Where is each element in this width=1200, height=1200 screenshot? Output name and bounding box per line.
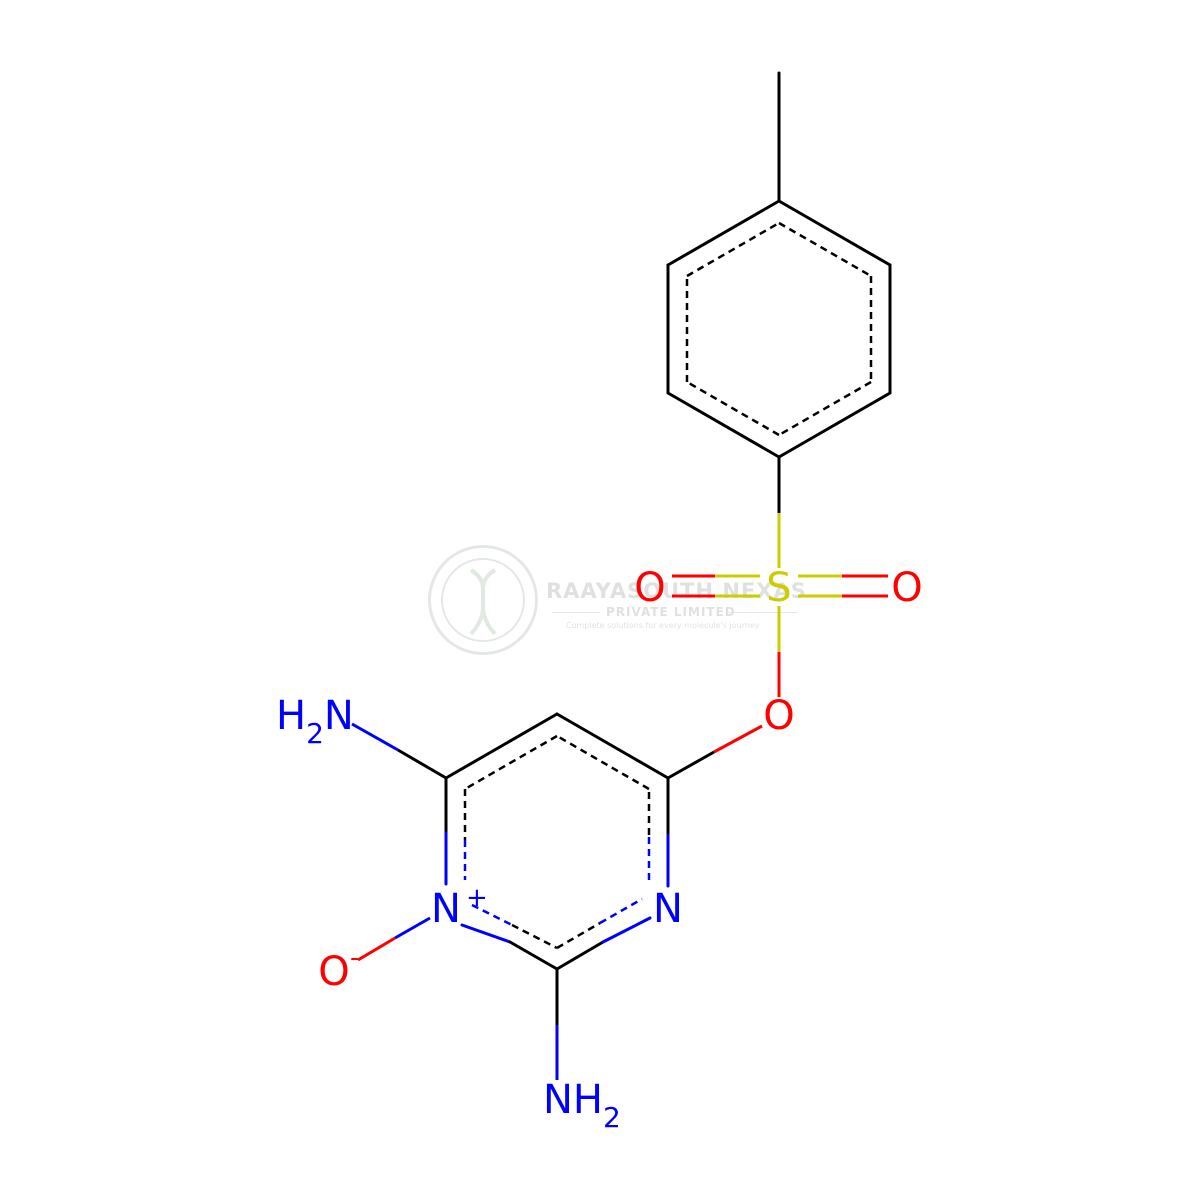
ring-nitrogen: N [653, 886, 683, 932]
benzene-ring [666, 71, 892, 459]
pyrimidine-ring [444, 712, 670, 971]
positive-charge: + [466, 883, 488, 913]
aromatic-inner-ring [685, 221, 873, 437]
sulfur-atom: S [766, 565, 791, 611]
amine-lower: NH2 [543, 1077, 621, 1134]
negative-charge: - [350, 943, 359, 973]
oxygen-atom-left: O [634, 565, 665, 611]
ring-bond [777, 391, 892, 459]
n-oxide-oxygen: O [318, 949, 349, 995]
ester-oxygen-atom: O [763, 693, 794, 739]
amine-upper: H2N [276, 693, 354, 750]
ring-bond [777, 199, 892, 267]
substituent-bonds [351, 722, 559, 1080]
ring-bond [666, 391, 781, 459]
oxygen-atom-right: O [891, 565, 922, 611]
pyrimidine-aromatic [463, 734, 651, 950]
ring-nitrogen-positive: N [431, 886, 461, 932]
ring-bond [666, 199, 781, 267]
sulfonate-bonds [667, 457, 888, 780]
